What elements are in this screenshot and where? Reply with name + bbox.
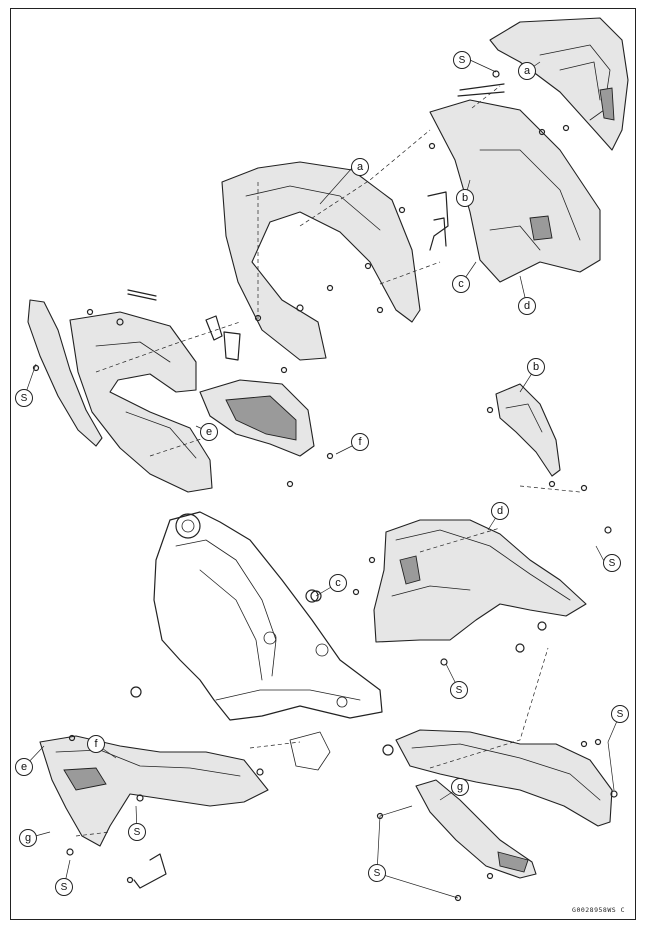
callout-d: d — [518, 297, 536, 315]
callout-f: f — [351, 433, 369, 451]
lower-right-cowl — [395, 729, 613, 879]
inner-side-panel — [373, 519, 587, 643]
callout-s: S — [611, 705, 629, 723]
callout-e: e — [200, 423, 218, 441]
callout-s: S — [453, 51, 471, 69]
duct-cover — [199, 379, 315, 457]
callout-s: S — [450, 681, 468, 699]
callout-s: S — [128, 823, 146, 841]
callout-b: b — [527, 358, 545, 376]
callout-g: g — [451, 778, 469, 796]
lower-left-cowl — [39, 735, 269, 889]
diagram-frame — [10, 8, 636, 920]
middle-inner-fairing — [221, 161, 421, 361]
callout-s: S — [603, 554, 621, 572]
callout-c: c — [452, 275, 470, 293]
upper-front-cowl — [489, 17, 629, 151]
right-bracket — [495, 383, 561, 477]
figure-code: G0028958WS C — [572, 906, 625, 914]
upper-brackets — [205, 191, 449, 361]
callout-f: f — [87, 735, 105, 753]
callout-c: c — [329, 574, 347, 592]
left-side-fairing — [27, 289, 213, 493]
callout-s: S — [55, 878, 73, 896]
upper-inner-panel — [429, 83, 601, 283]
callout-s: S — [368, 864, 386, 882]
callout-a: a — [351, 158, 369, 176]
callout-b: b — [456, 189, 474, 207]
fasteners — [32, 70, 618, 902]
callout-g: g — [19, 829, 37, 847]
assembly-lines — [75, 85, 581, 837]
main-frame — [153, 511, 383, 771]
callout-s: S — [15, 389, 33, 407]
callout-d: d — [491, 502, 509, 520]
callout-e: e — [15, 758, 33, 776]
callout-a: a — [518, 62, 536, 80]
